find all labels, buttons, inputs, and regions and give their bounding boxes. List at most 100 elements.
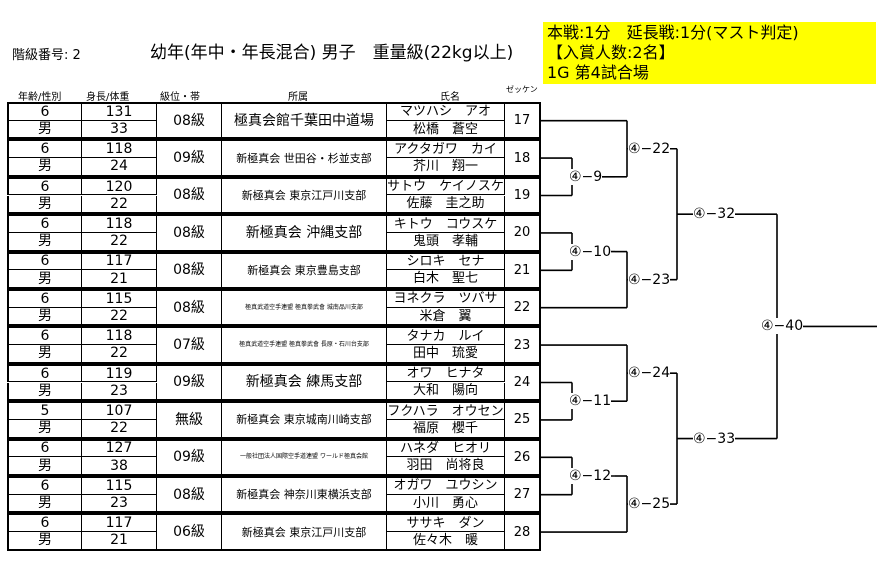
player-weight: 22 bbox=[82, 195, 157, 215]
player-rank: 無級 bbox=[157, 401, 222, 439]
player-rank: 09級 bbox=[157, 438, 222, 476]
player-bib: 19 bbox=[505, 176, 541, 215]
player-bib: 26 bbox=[505, 438, 541, 476]
player-bib: 28 bbox=[505, 513, 541, 551]
player-sex: 男 bbox=[7, 382, 82, 402]
player-sex: 男 bbox=[7, 158, 82, 177]
player-weight: 33 bbox=[82, 120, 157, 140]
player-name-kana: ササキ ダン bbox=[387, 513, 505, 533]
player-name-kana: ヨネクラ ツバサ bbox=[387, 289, 505, 308]
player-age: 6 bbox=[7, 214, 82, 233]
match-label: ④−32 bbox=[693, 206, 736, 223]
player-weight: 38 bbox=[82, 457, 157, 476]
player-affiliation: 極真武道空手連盟 極真拳武會 長原・石川台支部 bbox=[222, 326, 387, 364]
match-label: ④−12 bbox=[569, 468, 612, 484]
player-name-kana: アクタガワ カイ bbox=[387, 139, 505, 159]
player-rank: 08級 bbox=[157, 176, 222, 215]
player-affiliation: 新極真会 沖縄支部 bbox=[222, 214, 387, 252]
player-bib: 20 bbox=[505, 214, 541, 252]
player-rank: 08級 bbox=[157, 476, 222, 514]
player-weight: 22 bbox=[82, 419, 157, 439]
venue: 1G 第4試合場 bbox=[547, 63, 649, 82]
player-sex: 男 bbox=[7, 532, 82, 551]
player-height: 118 bbox=[82, 139, 157, 159]
player-rank: 08級 bbox=[157, 289, 222, 327]
player-sex: 男 bbox=[7, 120, 82, 140]
player-name-kana: フクハラ オウセン bbox=[387, 401, 505, 420]
player-weight: 21 bbox=[82, 270, 157, 289]
player-affiliation: 新極真会 世田谷・杉並支部 bbox=[222, 139, 387, 177]
match-label: ④−22 bbox=[628, 140, 671, 157]
col-age-sex: 年齢/性別 bbox=[18, 92, 62, 103]
player-rank: 06級 bbox=[157, 513, 222, 551]
player-affiliation: 一般社団法人国際空手道連盟 ワールド極真会館 bbox=[222, 438, 387, 476]
player-height: 120 bbox=[82, 176, 157, 196]
player-height: 127 bbox=[82, 438, 157, 458]
col-affiliation: 所属 bbox=[288, 92, 308, 103]
winner-count: 【入賞人数:2名】 bbox=[547, 43, 675, 62]
player-age: 6 bbox=[7, 513, 82, 533]
player-affiliation: 新極真会 東京豊島支部 bbox=[222, 251, 387, 289]
player-rank: 08級 bbox=[157, 251, 222, 289]
player-age: 6 bbox=[7, 102, 82, 121]
player-age: 6 bbox=[7, 438, 82, 458]
player-sex: 男 bbox=[7, 232, 82, 252]
player-height: 115 bbox=[82, 289, 157, 308]
match-duration: 本戦:1分 延長戦:1分(マスト判定) bbox=[547, 23, 799, 42]
division-title: 幼年(年中・年長混合) 男子 重量級(22kg以上) bbox=[150, 43, 514, 63]
player-height: 117 bbox=[82, 251, 157, 271]
match-label: ④−40 bbox=[761, 318, 804, 335]
player-affiliation: 新極真会 練馬支部 bbox=[222, 363, 387, 402]
player-weight: 23 bbox=[82, 494, 157, 514]
player-name-kanji: 大和 陽向 bbox=[387, 382, 505, 402]
player-bib: 17 bbox=[505, 102, 541, 140]
player-age: 6 bbox=[7, 251, 82, 271]
player-bib: 22 bbox=[505, 289, 541, 327]
player-rank: 08級 bbox=[157, 214, 222, 252]
col-name: 氏名 bbox=[440, 92, 460, 103]
player-name-kana: マツハシ アオ bbox=[387, 102, 505, 121]
player-height: 117 bbox=[82, 513, 157, 533]
player-age: 6 bbox=[7, 476, 82, 495]
match-label: ④−23 bbox=[628, 271, 671, 288]
player-age: 6 bbox=[7, 139, 82, 159]
match-label: ④−24 bbox=[628, 365, 671, 382]
player-weight: 24 bbox=[82, 158, 157, 177]
player-rank: 07級 bbox=[157, 326, 222, 364]
class-number: 階級番号: 2 bbox=[12, 48, 81, 63]
player-sex: 男 bbox=[7, 345, 82, 364]
player-sex: 男 bbox=[7, 195, 82, 215]
player-height: 107 bbox=[82, 401, 157, 420]
player-height: 118 bbox=[82, 214, 157, 233]
player-age: 6 bbox=[7, 363, 82, 383]
player-name-kana: オワ ヒナタ bbox=[387, 363, 505, 383]
player-sex: 男 bbox=[7, 270, 82, 289]
player-name-kanji: 鬼頭 孝輔 bbox=[387, 232, 505, 252]
col-bib: ゼッケン bbox=[506, 85, 538, 94]
player-name-kanji: 小川 勇心 bbox=[387, 494, 505, 514]
player-weight: 23 bbox=[82, 382, 157, 402]
player-age: 6 bbox=[7, 176, 82, 196]
player-bib: 18 bbox=[505, 139, 541, 177]
player-weight: 21 bbox=[82, 532, 157, 551]
player-sex: 男 bbox=[7, 307, 82, 327]
player-height: 115 bbox=[82, 476, 157, 495]
player-bib: 27 bbox=[505, 476, 541, 514]
player-sex: 男 bbox=[7, 494, 82, 514]
player-rank: 08級 bbox=[157, 102, 222, 140]
match-label: ④−33 bbox=[693, 430, 736, 447]
player-name-kanji: 佐藤 圭之助 bbox=[387, 195, 505, 215]
player-name-kana: シロキ セナ bbox=[387, 251, 505, 271]
player-age: 5 bbox=[7, 401, 82, 420]
match-label: ④−10 bbox=[569, 243, 612, 260]
player-affiliation: 極真会館千葉田中道場 bbox=[222, 102, 387, 140]
match-label: ④−25 bbox=[628, 496, 671, 513]
player-name-kanji: 白木 聖七 bbox=[387, 270, 505, 289]
player-weight: 22 bbox=[82, 345, 157, 364]
player-height: 131 bbox=[82, 102, 157, 121]
player-weight: 22 bbox=[82, 307, 157, 327]
player-name-kana: オガワ ユウシン bbox=[387, 476, 505, 495]
player-weight: 22 bbox=[82, 232, 157, 252]
